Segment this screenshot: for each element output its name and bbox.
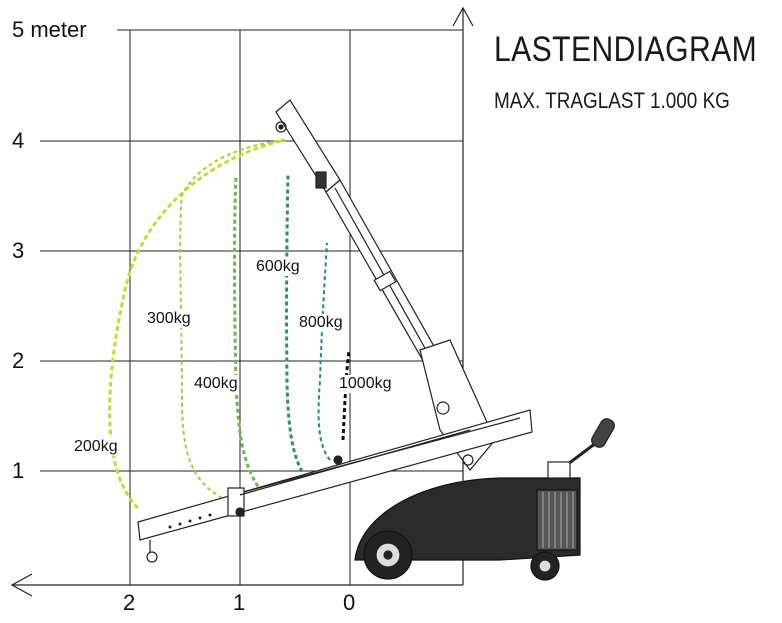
diagram-title: LASTENDIAGRAM: [494, 30, 758, 69]
y-tick-2: 2: [12, 348, 25, 373]
x-tick-2: 2: [123, 590, 136, 615]
x-tick-1: 1: [233, 590, 246, 615]
load-curves: [108, 138, 351, 510]
curve-600kg: [285, 174, 317, 490]
curve-1000kg: [341, 349, 351, 441]
y-tick-3: 3: [12, 238, 25, 263]
curve-label-200kg: 200kg: [73, 438, 119, 456]
curve-200kg: [108, 138, 286, 510]
y-tick-4: 4: [12, 128, 25, 153]
curve-label-600kg: 600kg: [255, 258, 301, 276]
x-tick-0: 0: [343, 590, 356, 615]
diagram-subtitle: MAX. TRAGLAST 1.000 KG: [494, 88, 730, 113]
curve-label-800kg: 800kg: [298, 314, 344, 332]
curve-label-400kg: 400kg: [193, 375, 239, 393]
curve-400kg: [233, 174, 264, 493]
curve-300kg: [179, 139, 286, 499]
grid: [40, 29, 463, 585]
curve-label-1000kg: 1000kg: [338, 375, 393, 393]
mobile-crane-icon: [137, 99, 615, 581]
curve-800kg: [317, 242, 331, 461]
y-tick-1: 1: [12, 458, 25, 483]
y-axis-top-label: 5 meter: [12, 17, 87, 42]
curve-label-300kg: 300kg: [146, 310, 192, 328]
